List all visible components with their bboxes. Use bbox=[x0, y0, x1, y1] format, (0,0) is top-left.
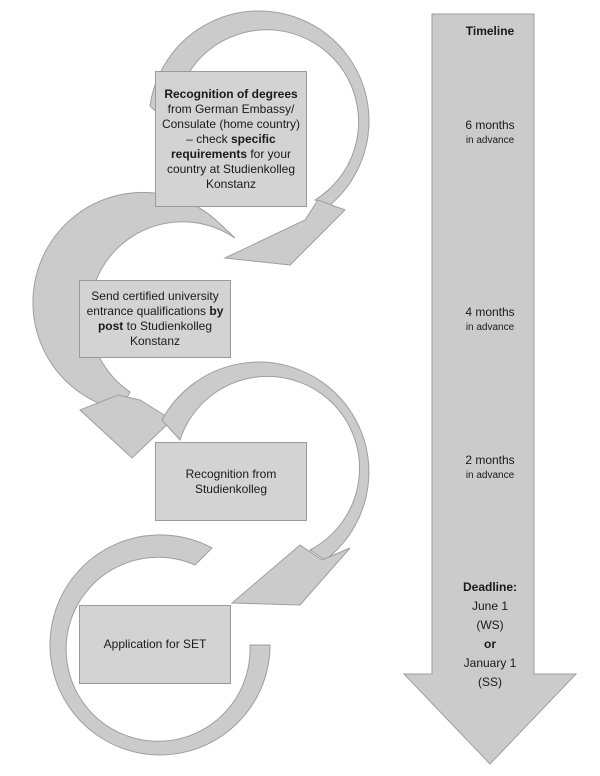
deadline-ws-term: (WS) bbox=[476, 618, 504, 632]
circular-arrow-4 bbox=[49, 534, 271, 756]
step-text: Recognition from Studienkolleg bbox=[160, 467, 302, 497]
step-text-run: to Studienkolleg Konstanz bbox=[123, 319, 213, 348]
step-text-bold: specific requirements bbox=[170, 131, 276, 161]
step-box-3: Recognition from Studienkolleg bbox=[155, 442, 307, 521]
step-text-run: from German Embassy/ Consulate (home cou… bbox=[161, 101, 301, 131]
step-text-run: Application for SET bbox=[103, 637, 207, 651]
step-text: Send certified university entrance quali… bbox=[84, 289, 226, 349]
step-text: Recognition of degrees from German Embas… bbox=[160, 87, 302, 192]
timeline-deadline: Deadline: June 1 (WS) or January 1 (SS) bbox=[430, 578, 550, 692]
timeline-item-2-months: 2 months in advance bbox=[465, 453, 515, 481]
step-text-run: – check bbox=[186, 131, 231, 146]
circular-arrow-3 bbox=[161, 361, 370, 606]
step-box-4: Application for SET bbox=[79, 605, 231, 684]
step-box-1: Recognition of degrees from German Embas… bbox=[155, 71, 307, 207]
step-text-bold: Recognition of degrees bbox=[164, 86, 298, 101]
step-text-run: for your country at Studienkolleg Konsta… bbox=[166, 146, 296, 191]
step-text-run: Send certified university entrance quali… bbox=[86, 289, 219, 318]
timeline-title: Timeline bbox=[465, 24, 515, 38]
deadline-ss-date: January 1 bbox=[463, 656, 517, 670]
timeline-item-6-months: 6 months in advance bbox=[465, 118, 515, 146]
step-text: Application for SET bbox=[104, 637, 207, 652]
deadline-label: Deadline: bbox=[462, 580, 517, 594]
circular-arrow-1 bbox=[149, 10, 370, 266]
timeline-arrow bbox=[402, 13, 578, 765]
timeline-item-4-months: 4 months in advance bbox=[465, 305, 515, 333]
deadline-ws-date: June 1 bbox=[471, 599, 509, 613]
deadline-ss-term: (SS) bbox=[478, 675, 502, 689]
deadline-or: or bbox=[484, 637, 496, 651]
step-text-bold: by post bbox=[97, 304, 224, 333]
step-box-2: Send certified university entrance quali… bbox=[79, 280, 231, 358]
step-text-run: Recognition from Studienkolleg bbox=[185, 466, 277, 496]
